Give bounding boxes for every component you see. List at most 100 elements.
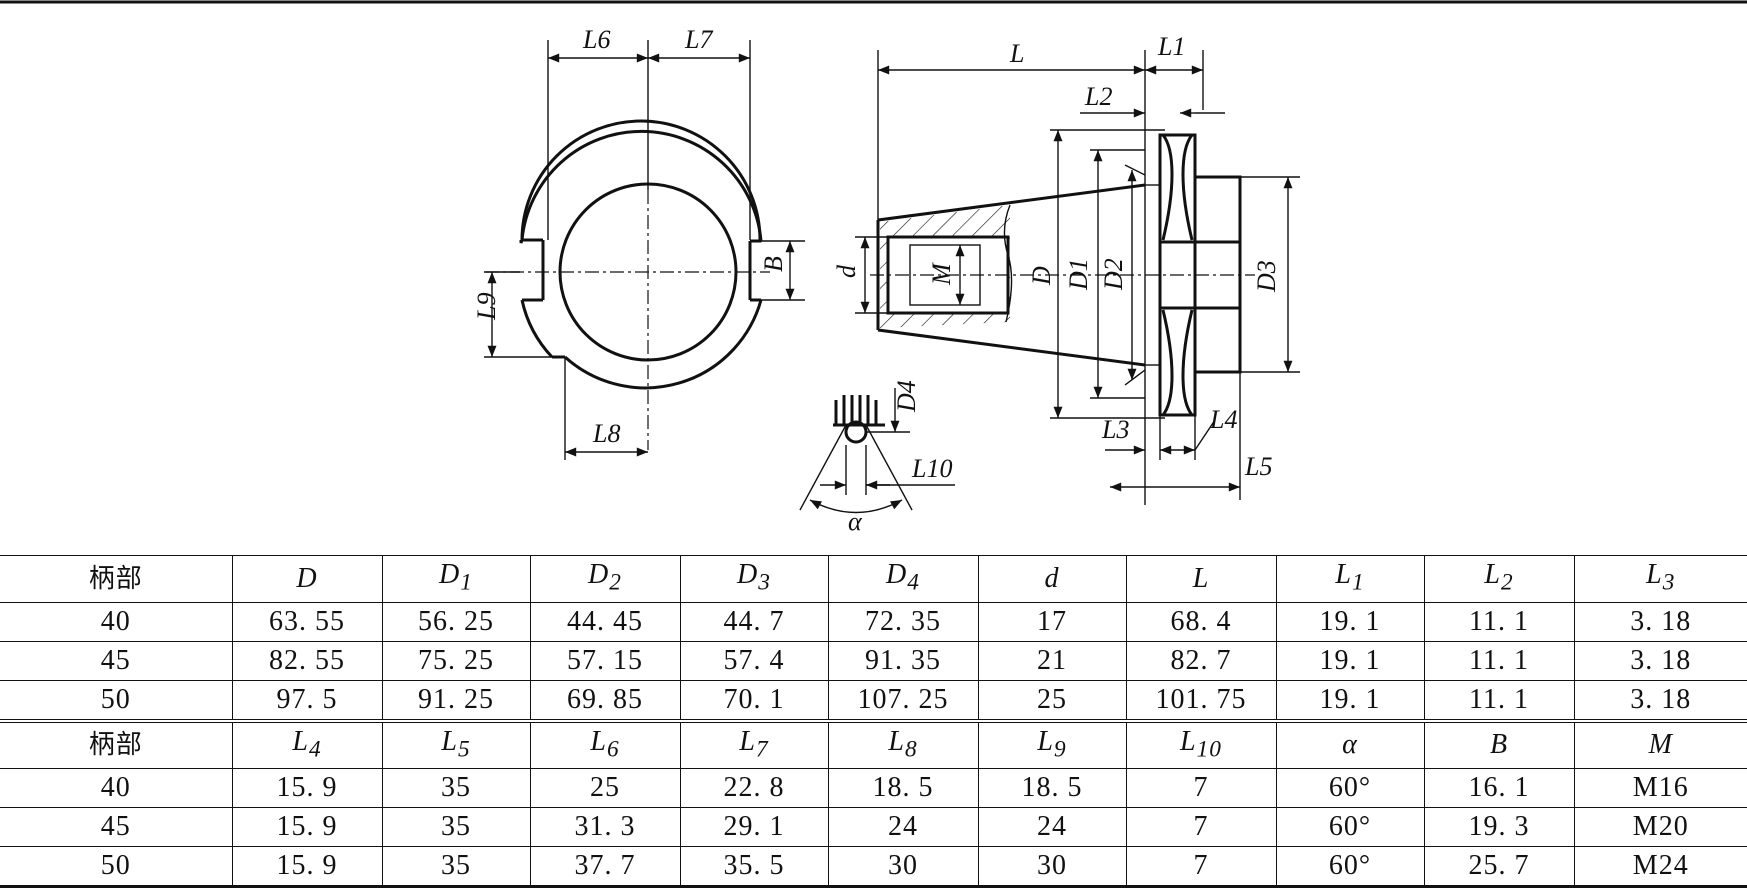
value-cell: 97. 5 <box>231 680 383 721</box>
value-cell: 19. 1 <box>1275 680 1425 721</box>
header-cell: L4 <box>231 720 383 769</box>
value-cell: 11. 1 <box>1423 602 1575 642</box>
value-cell: 25 <box>977 680 1127 721</box>
value-cell: 63. 55 <box>231 602 383 642</box>
value-cell: 82. 55 <box>231 641 383 681</box>
value-cell: 11. 1 <box>1423 641 1575 681</box>
value-cell: 60° <box>1275 846 1425 887</box>
header-cell: L5 <box>381 720 531 769</box>
value-cell: 3. 18 <box>1573 641 1747 681</box>
header-cell: D3 <box>679 555 829 603</box>
value-cell: 15. 9 <box>231 807 383 847</box>
header-cell: M <box>1573 720 1747 769</box>
value-cell: 35 <box>381 807 531 847</box>
label-L2: L2 <box>1084 82 1112 111</box>
value-cell: 70. 1 <box>679 680 829 721</box>
header-cell: α <box>1275 720 1425 769</box>
value-cell: 60° <box>1275 768 1425 808</box>
shank-size-cell: 45 <box>0 807 233 847</box>
label-D1: D1 <box>1064 258 1093 291</box>
label-d: d <box>832 264 861 278</box>
value-cell: 7 <box>1125 807 1277 847</box>
value-cell: 18. 5 <box>827 768 979 808</box>
value-cell: 101. 75 <box>1125 680 1277 721</box>
end-view <box>484 40 805 460</box>
value-cell: 57. 15 <box>529 641 681 681</box>
value-cell: 75. 25 <box>381 641 531 681</box>
value-cell: M24 <box>1573 846 1747 887</box>
header-cell: d <box>977 555 1127 603</box>
header-cell: D2 <box>529 555 681 603</box>
value-cell: 19. 1 <box>1275 641 1425 681</box>
value-cell: 107. 25 <box>827 680 979 721</box>
value-cell: 15. 9 <box>231 846 383 887</box>
header-cell: D <box>231 555 383 603</box>
header-cell: D1 <box>381 555 531 603</box>
value-cell: 18. 5 <box>977 768 1127 808</box>
label-L1: L1 <box>1157 32 1185 61</box>
value-cell: 17 <box>977 602 1127 642</box>
label-L9: L9 <box>472 293 501 321</box>
label-L8: L8 <box>592 419 620 448</box>
label-L10: L10 <box>911 454 952 483</box>
label-D3: D3 <box>1252 260 1281 293</box>
header-cell: L8 <box>827 720 979 769</box>
value-cell: 29. 1 <box>679 807 829 847</box>
label-alpha: α <box>848 507 863 536</box>
header-cell: L10 <box>1125 720 1277 769</box>
side-view <box>855 50 1300 505</box>
label-D: D <box>1027 266 1056 286</box>
value-cell: 69. 85 <box>529 680 681 721</box>
value-cell: 37. 7 <box>529 846 681 887</box>
shank-drawing: L6 L7 B L9 L8 L L1 L2 L3 L4 L5 d M D D1 … <box>0 0 1747 536</box>
value-cell: 91. 25 <box>381 680 531 721</box>
header-cell: L3 <box>1573 555 1747 603</box>
header-cell: D4 <box>827 555 979 603</box>
value-cell: 19. 1 <box>1275 602 1425 642</box>
value-cell: 72. 35 <box>827 602 979 642</box>
value-cell: 24 <box>827 807 979 847</box>
value-cell: 15. 9 <box>231 768 383 808</box>
header-cell: L1 <box>1275 555 1425 603</box>
value-cell: 3. 18 <box>1573 602 1747 642</box>
value-cell: 57. 4 <box>679 641 829 681</box>
header-cell: B <box>1423 720 1575 769</box>
value-cell: 3. 18 <box>1573 680 1747 721</box>
header-cell: L7 <box>679 720 829 769</box>
value-cell: 82. 7 <box>1125 641 1277 681</box>
label-M: M <box>927 262 956 286</box>
header-cell: L6 <box>529 720 681 769</box>
label-L4: L4 <box>1209 405 1237 434</box>
value-cell: 35. 5 <box>679 846 829 887</box>
label-L5: L5 <box>1244 452 1272 481</box>
value-cell: 35 <box>381 846 531 887</box>
header-cell: 柄部 <box>0 720 233 769</box>
value-cell: 30 <box>977 846 1127 887</box>
label-L7: L7 <box>684 25 713 54</box>
value-cell: 7 <box>1125 846 1277 887</box>
shank-size-cell: 50 <box>0 680 233 721</box>
value-cell: 60° <box>1275 807 1425 847</box>
shank-size-cell: 45 <box>0 641 233 681</box>
value-cell: 31. 3 <box>529 807 681 847</box>
value-cell: 16. 1 <box>1423 768 1575 808</box>
value-cell: 35 <box>381 768 531 808</box>
label-L6: L6 <box>582 25 610 54</box>
value-cell: 44. 45 <box>529 602 681 642</box>
header-cell: L <box>1125 555 1277 603</box>
value-cell: M20 <box>1573 807 1747 847</box>
value-cell: 44. 7 <box>679 602 829 642</box>
shank-size-cell: 50 <box>0 846 233 887</box>
header-cell: L2 <box>1423 555 1575 603</box>
value-cell: 22. 8 <box>679 768 829 808</box>
label-B: B <box>759 256 788 272</box>
shank-size-cell: 40 <box>0 602 233 642</box>
